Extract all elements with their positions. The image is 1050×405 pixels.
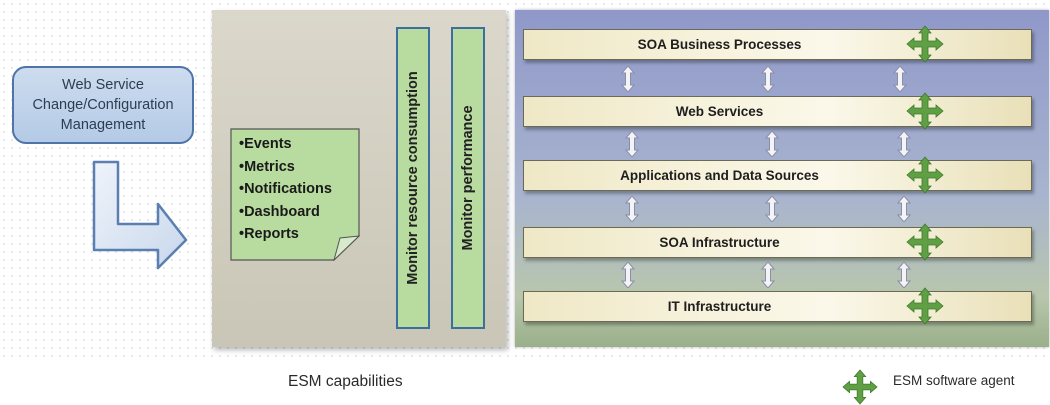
agent-icon <box>906 287 944 325</box>
agent-legend-icon <box>842 369 878 405</box>
agent-icon <box>906 156 944 194</box>
esm-capabilities-caption: ESM capabilities <box>288 373 403 390</box>
agent-icon <box>906 25 944 63</box>
list-item: •Reports <box>239 226 299 242</box>
double-arrow-icon <box>897 131 911 157</box>
double-arrow-icon <box>625 196 639 222</box>
layer-label: SOA Business Processes <box>637 37 802 52</box>
double-arrow-icon <box>621 66 635 92</box>
monitor-resource-label: Monitor resource consumption <box>405 71 421 285</box>
capabilities-list: •Events •Metrics •Notifications •Dashboa… <box>239 133 332 246</box>
note-shape <box>230 128 360 261</box>
double-arrow-icon <box>621 262 635 288</box>
agent-icon <box>906 223 944 261</box>
list-item: •Metrics <box>239 158 295 175</box>
double-arrow-icon <box>761 66 775 92</box>
double-arrow-icon <box>625 131 639 157</box>
layer-label: Web Services <box>675 104 764 119</box>
layer-label: SOA Infrastructure <box>659 235 780 250</box>
layer-it-infrastructure: IT Infrastructure <box>523 287 1032 325</box>
double-arrow-icon <box>765 131 779 157</box>
double-arrow-icon <box>765 196 779 222</box>
layer-soa-infrastructure: SOA Infrastructure <box>523 223 1032 261</box>
double-arrow-icon <box>893 66 907 92</box>
double-arrow-icon <box>897 196 911 222</box>
list-item: •Notifications <box>239 181 332 197</box>
monitor-performance-label: Monitor performance <box>460 105 476 251</box>
monitor-resource-bar: Monitor resource consumption <box>396 27 430 329</box>
agent-icon <box>906 92 944 130</box>
list-item: •Events <box>239 136 292 152</box>
list-item: •Dashboard <box>239 203 320 220</box>
double-arrow-icon <box>761 262 775 288</box>
layer-applications-data-sources: Applications and Data Sources <box>523 156 1032 194</box>
monitor-performance-bar: Monitor performance <box>451 27 485 329</box>
web-service-label: Web Service Change/Configuration Managem… <box>32 77 174 133</box>
layer-web-services: Web Services <box>523 92 1032 130</box>
bent-arrow-icon <box>92 160 188 270</box>
capabilities-note: •Events •Metrics •Notifications •Dashboa… <box>230 128 360 261</box>
agent-legend-caption: ESM software agent <box>893 373 1015 388</box>
layer-soa-business-processes: SOA Business Processes <box>523 25 1032 63</box>
web-service-config-box: Web Service Change/Configuration Managem… <box>12 66 194 144</box>
layer-label: IT Infrastructure <box>667 299 772 314</box>
double-arrow-icon <box>897 262 911 288</box>
layer-label: Applications and Data Sources <box>620 168 819 183</box>
